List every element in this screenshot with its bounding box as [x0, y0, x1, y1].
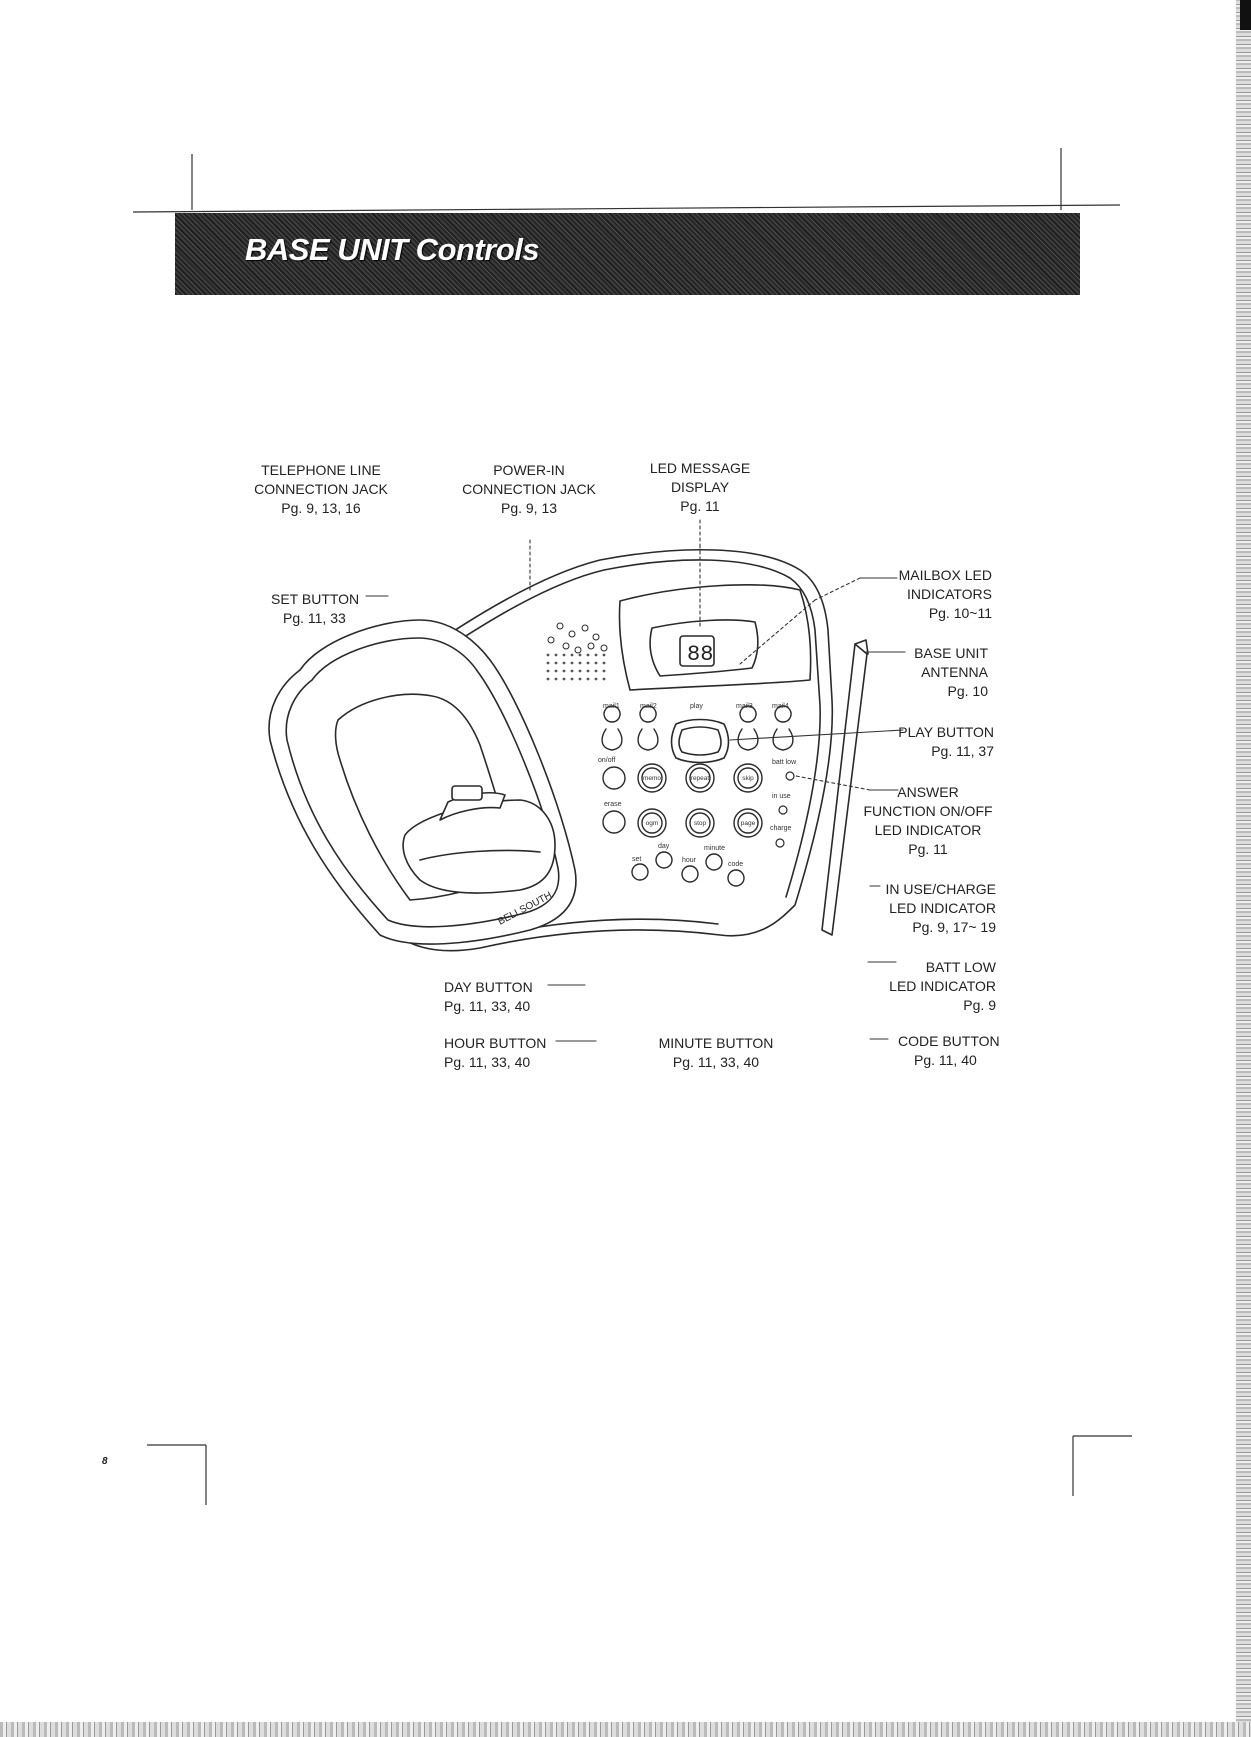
onoff-label: on/off [598, 757, 615, 764]
display-digits: 88 [687, 642, 713, 667]
telephone-line-label: TELEPHONE LINE CONNECTION JACK Pg. 9, 13… [254, 462, 388, 516]
play-button-label: PLAY BUTTON Pg. 11, 37 [898, 724, 994, 759]
minute-tiny-label: minute [704, 845, 725, 852]
set-button-label: SET BUTTON Pg. 11, 33 [271, 591, 360, 626]
scan-edge-mark [1240, 0, 1251, 30]
play-button-shape [670, 718, 730, 764]
in-use-tiny-label: in use [772, 793, 791, 800]
batt-low-label: BATT LOW LED INDICATOR Pg. 9 [889, 959, 996, 1013]
code-tiny-label: code [728, 861, 743, 868]
scan-edge-right [1236, 0, 1251, 1737]
day-button-label: DAY BUTTON Pg. 11, 33, 40 [444, 979, 533, 1014]
hour-tiny-label: hour [682, 857, 697, 864]
set-tiny-label: set [632, 856, 641, 863]
header-banner [175, 213, 1080, 295]
in-use-charge-label: IN USE/CHARGE LED INDICATOR Pg. 9, 17~ 1… [885, 881, 996, 935]
stop-key-label: stop [694, 820, 707, 827]
power-in-label: POWER-IN CONNECTION JACK Pg. 9, 13 [462, 462, 596, 516]
repeat-key-label: repeat [691, 775, 710, 782]
skip-key-label: skip [742, 775, 754, 782]
ogm-key-label: ogm [646, 820, 659, 827]
minute-button-label: MINUTE BUTTON Pg. 11, 33, 40 [658, 1035, 774, 1070]
mail2-label: mail2 [640, 703, 657, 710]
code-button-label: CODE BUTTON Pg. 11, 40 [898, 1033, 1000, 1068]
day-tiny-label: day [658, 843, 670, 850]
erase-label: erase [604, 801, 622, 808]
answer-function-label: ANSWER FUNCTION ON/OFF LED INDICATOR Pg.… [863, 784, 993, 857]
memo-key-label: memo [643, 775, 661, 782]
antenna-label: BASE UNIT ANTENNA Pg. 10 [914, 645, 988, 699]
mail3-label: mail3 [736, 703, 753, 710]
charge-tiny-label: charge [770, 825, 792, 832]
antenna [821, 643, 868, 936]
hour-button-label: HOUR BUTTON Pg. 11, 33, 40 [444, 1035, 547, 1070]
page-key-label: page [741, 820, 756, 827]
page-number: 8 [102, 1456, 108, 1467]
mail4-label: mail4 [772, 703, 789, 710]
mailbox-led-label: MAILBOX LED INDICATORS Pg. 10~11 [898, 567, 992, 621]
batt-low-tiny-label: batt low [772, 759, 797, 766]
scan-edge-bottom [0, 1722, 1251, 1737]
page-title: BASE UNIT Controls [245, 232, 540, 267]
led-message-display-label: LED MESSAGE DISPLAY Pg. 11 [649, 460, 751, 514]
play-key-label: play [690, 703, 703, 710]
mail1-label: mail1 [603, 703, 620, 710]
